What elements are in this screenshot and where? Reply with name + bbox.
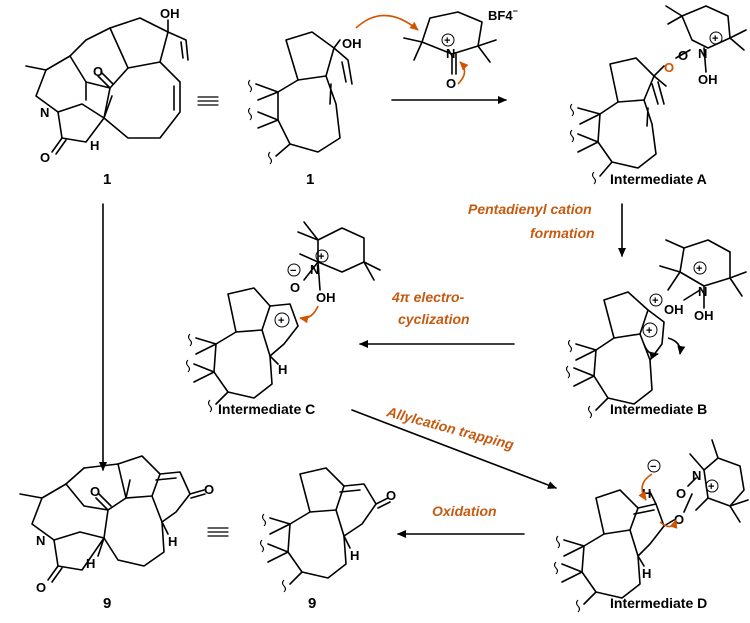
oxygen-label: O (204, 482, 214, 497)
hydrogen-label: H (90, 138, 99, 153)
compound-1-label: 1 (306, 171, 314, 188)
svg-text:+: + (444, 35, 450, 47)
svg-text:+: + (646, 325, 652, 337)
svg-text:+: + (696, 263, 702, 275)
reaction-arrow (351, 409, 557, 489)
oxygen-label: O (90, 484, 100, 499)
oxygen-label: O (664, 60, 674, 75)
hydrogen-label: H (168, 534, 177, 549)
oxygen-label: O (678, 48, 688, 63)
intermediate-a-label: Intermediate A (610, 171, 707, 187)
hydrogen-label: H (642, 566, 651, 581)
hydroxyl-label: OH (316, 290, 336, 305)
svg-text:−: − (290, 265, 296, 277)
oxygen-label: O (446, 76, 456, 91)
hydrogen-label: H (86, 556, 95, 571)
oxygen-label: O (674, 512, 684, 527)
svg-text:−: − (650, 461, 656, 473)
compound-9-label: 9 (308, 595, 316, 612)
equivalence-sign (197, 96, 219, 106)
step-allylcation-trapping: Allylcation trapping (384, 403, 516, 453)
intermediate-c-structure: + H + − N O OH (185, 221, 381, 413)
hydroxyl-label: OH (698, 72, 718, 87)
intermediate-d-structure: H H O O N + − (553, 439, 749, 613)
svg-text:+: + (712, 33, 718, 45)
step-electrocyclization-line1: 4π electro- (391, 289, 465, 305)
step-electrocyclization-line2: cyclization (398, 311, 470, 327)
step-pentadienyl-line2: formation (530, 225, 595, 241)
oxygen-label: O (386, 488, 396, 503)
hydroxyl-label: OH (160, 6, 180, 21)
nitrogen-label: N (310, 262, 319, 277)
intermediate-b-label: Intermediate B (610, 401, 707, 417)
compound-1-structure: O OH N O H (25, 6, 189, 165)
nitrogen-label: N (36, 533, 45, 548)
compound-1-simplified: OH (247, 31, 362, 165)
svg-text:+: + (318, 251, 324, 263)
intermediate-a-structure: + O O N OH (569, 5, 747, 185)
compound-9-label: 9 (103, 595, 111, 612)
nitrogen-label: N (40, 105, 49, 120)
intermediate-b-structure: + + + N OH OH (565, 239, 747, 419)
intermediate-d-label: Intermediate D (610, 595, 707, 611)
equivalence-sign (207, 527, 229, 537)
hydroxyl-label: OH (342, 36, 362, 51)
compound-1-label: 1 (103, 171, 111, 188)
intermediate-c-label: Intermediate C (218, 401, 315, 417)
hydrogen-label: H (642, 486, 651, 501)
nitrogen-label: N (698, 284, 707, 299)
nitrogen-label: N (698, 46, 707, 61)
compound-9-simplified: O H (259, 467, 396, 593)
compound-9-structure: O H O N O H (19, 455, 214, 595)
oxygen-label: O (290, 280, 300, 295)
hydrogen-label: H (278, 362, 287, 377)
oxygen-label: O (676, 486, 686, 501)
electron-push-arrow (355, 14, 419, 31)
oxygen-label: O (36, 580, 46, 595)
oxygen-label: O (40, 150, 50, 165)
svg-text:+: + (278, 315, 284, 327)
step-pentadienyl-line1: Pentadienyl cation (468, 201, 592, 217)
nitrogen-label: N (446, 46, 455, 61)
hydroxyl-label: OH (664, 302, 684, 317)
oxygen-label: O (93, 64, 103, 79)
svg-text:+: + (652, 295, 658, 307)
hydrogen-label: H (350, 548, 359, 563)
counterion-label: BF4− (488, 6, 518, 23)
step-oxidation: Oxidation (432, 503, 497, 519)
nitrogen-label: N (692, 468, 701, 483)
svg-text:+: + (708, 481, 714, 493)
hydroxyl-label: OH (694, 308, 714, 323)
oxoammonium-reagent: + N O BF4− (403, 6, 518, 91)
